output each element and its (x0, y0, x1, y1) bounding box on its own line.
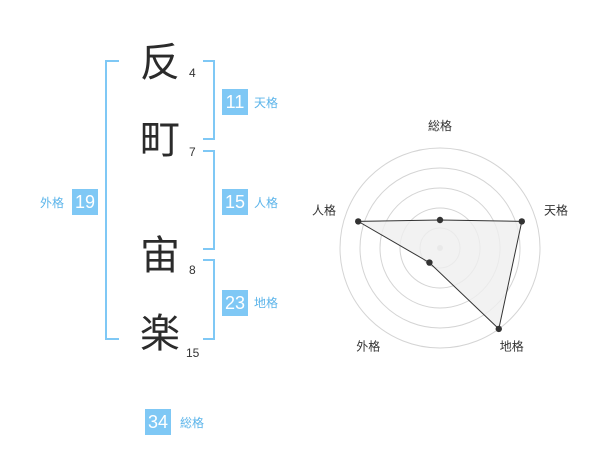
stroke-count-4: 15 (186, 346, 200, 360)
soukaku-label: 総格 (180, 416, 205, 430)
stroke-count-2: 7 (189, 145, 196, 159)
chikaku-bracket (203, 259, 215, 340)
jinkaku-bracket (203, 150, 215, 250)
radar-axis-label-2: 天格 (544, 202, 568, 217)
radar-axis-label-3: 地格 (500, 339, 524, 354)
name-char-3: 宙 (140, 233, 180, 279)
jinkaku-label: 人格 (254, 196, 279, 210)
chikaku-label: 地格 (254, 296, 279, 310)
gaikaku-label: 外格 (40, 196, 65, 210)
radar-point-4 (426, 259, 433, 266)
stroke-count-3: 8 (189, 263, 196, 277)
radar-point-1 (436, 216, 444, 224)
tenkaku-bracket (203, 60, 215, 140)
radar-polygon (356, 219, 523, 330)
stroke-count-1: 4 (189, 66, 196, 80)
gaikaku-bracket (105, 60, 119, 340)
name-char-2: 町 (140, 117, 180, 163)
name-char-1: 反 (140, 40, 180, 86)
radar-ring-5 (339, 147, 541, 349)
soukaku-value: 34 (145, 409, 171, 435)
radar-ring-4 (359, 167, 521, 329)
radar-point-5 (355, 218, 362, 225)
radar-point-2 (518, 218, 525, 225)
radar-axis-label-4: 外格 (356, 339, 380, 354)
chikaku-value: 23 (222, 290, 248, 316)
radar-axis-label-1: 総格 (428, 118, 452, 133)
tenkaku-label: 天格 (254, 96, 279, 110)
gaikaku-value: 19 (72, 189, 98, 215)
tenkaku-value: 11 (222, 89, 248, 115)
radar-axis-label-5: 人格 (312, 202, 336, 217)
jinkaku-value: 15 (222, 189, 248, 215)
name-char-4: 楽 (140, 311, 180, 357)
radar-point-3 (495, 325, 502, 333)
